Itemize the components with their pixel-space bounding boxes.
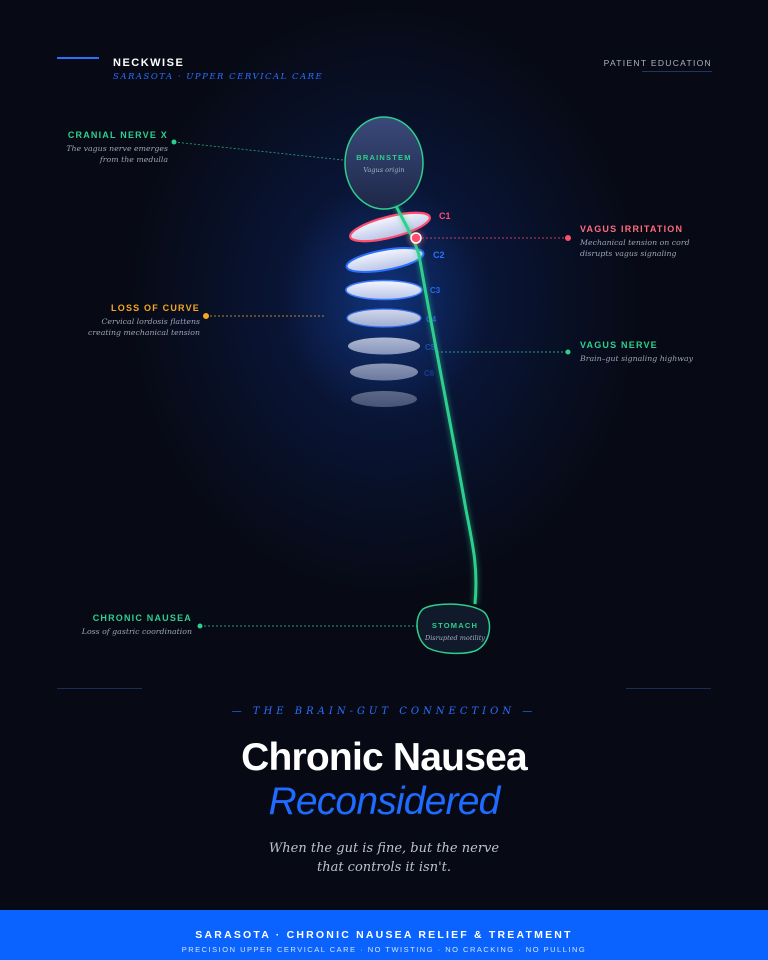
callout-chronic-nausea: CHRONIC NAUSEA Loss of gastric coordinat… bbox=[82, 613, 192, 637]
subtitle-line1: When the gut is fine, but the nerve bbox=[268, 841, 500, 856]
connector-irritation-dot bbox=[565, 235, 571, 241]
callout-curve-line1: Cervical lordosis flattens bbox=[101, 317, 200, 326]
callout-loss-of-curve: LOSS OF CURVE Cervical lordosis flattens… bbox=[88, 303, 200, 338]
label-c3: C3 bbox=[430, 286, 441, 295]
label-c6: C6 bbox=[424, 369, 435, 378]
callout-curve-desc: Cervical lordosis flattens creating mech… bbox=[88, 316, 200, 338]
callout-cranial-nerve: CRANIAL NERVE X The vagus nerve emerges … bbox=[66, 130, 168, 165]
vagus-nerve-path bbox=[394, 205, 478, 605]
vagus-nerve-glow bbox=[393, 204, 479, 605]
vertebra-c1-disc bbox=[345, 247, 425, 273]
label-c5: C5 bbox=[425, 343, 436, 352]
page-title: Chronic Nausea bbox=[241, 736, 528, 779]
connector-cranial bbox=[173, 141, 344, 161]
connector-nausea-dot bbox=[197, 623, 203, 629]
category-label: PATIENT EDUCATION bbox=[603, 58, 712, 68]
header-accent-line bbox=[57, 57, 99, 59]
connector-curve-dot bbox=[203, 313, 209, 319]
connector-cranial-dot bbox=[171, 139, 177, 145]
callout-cranial-line1: The vagus nerve emerges bbox=[66, 144, 168, 153]
divider-right bbox=[626, 688, 711, 689]
irritation-point bbox=[410, 232, 422, 244]
label-c2: C2 bbox=[433, 250, 445, 260]
vertebra-c5-disc bbox=[350, 363, 418, 381]
vertebra-c2-disc bbox=[345, 279, 423, 301]
footer-title: SARASOTA · CHRONIC NAUSEA RELIEF & TREAT… bbox=[195, 929, 573, 941]
vertebra-c4-disc bbox=[348, 337, 420, 355]
callout-cranial-desc: The vagus nerve emerges from the medulla bbox=[66, 143, 168, 165]
brainstem-label: BRAINSTEM bbox=[356, 153, 411, 162]
subtitle-line2: that controls it isn't. bbox=[316, 860, 452, 875]
category-underline bbox=[642, 71, 712, 72]
callout-curve-title: LOSS OF CURVE bbox=[111, 303, 200, 313]
callout-vagus-irritation: VAGUS IRRITATION Mechanical tension on c… bbox=[580, 224, 690, 259]
vertebra-c1-atlas bbox=[349, 211, 431, 243]
footer-banner: SARASOTA · CHRONIC NAUSEA RELIEF & TREAT… bbox=[0, 910, 768, 960]
brainstem-sublabel: Vagus origin bbox=[363, 166, 404, 174]
callout-curve-line2: creating mechanical tension bbox=[87, 328, 200, 337]
page-title-accent: Reconsidered bbox=[268, 780, 500, 823]
vertebra-c6-disc bbox=[351, 391, 417, 407]
stomach-label: STOMACH bbox=[432, 621, 478, 630]
divider-left bbox=[57, 688, 142, 689]
callout-nausea-title: CHRONIC NAUSEA bbox=[92, 613, 192, 623]
callout-irritation-line1: Mechanical tension on cord bbox=[580, 238, 690, 247]
vertebra-c3-disc bbox=[346, 308, 422, 328]
callout-nausea-desc: Loss of gastric coordination bbox=[81, 627, 192, 636]
callout-cranial-title: CRANIAL NERVE X bbox=[67, 130, 168, 140]
callout-cranial-line2: from the medulla bbox=[99, 155, 168, 164]
callout-irritation-title: VAGUS IRRITATION bbox=[580, 224, 684, 234]
callout-vagus-desc: Brain–gut signaling highway bbox=[580, 354, 694, 363]
callout-irritation-line2: disrupts vagus signaling bbox=[580, 249, 677, 258]
callout-vagus-title: VAGUS NERVE bbox=[580, 340, 658, 350]
stomach-sublabel: Disrupted motility bbox=[424, 634, 485, 642]
footer-subtitle: PRECISION UPPER CERVICAL CARE · NO TWIST… bbox=[181, 945, 587, 954]
brainstem-shape bbox=[344, 116, 424, 210]
stomach-shape bbox=[416, 603, 491, 655]
label-c1: C1 bbox=[439, 211, 451, 221]
section-kicker: — THE BRAIN-GUT CONNECTION — bbox=[231, 706, 537, 717]
connector-vagus-dot bbox=[565, 349, 571, 355]
brand-name: NECKWISE bbox=[113, 57, 185, 69]
brand-tagline: SARASOTA · UPPER CERVICAL CARE bbox=[113, 72, 324, 82]
callout-irritation-desc: Mechanical tension on cord disrupts vagu… bbox=[580, 237, 690, 259]
page-subtitle: When the gut is fine, but the nerve that… bbox=[234, 839, 534, 877]
callout-vagus-nerve: VAGUS NERVE Brain–gut signaling highway bbox=[580, 340, 693, 364]
